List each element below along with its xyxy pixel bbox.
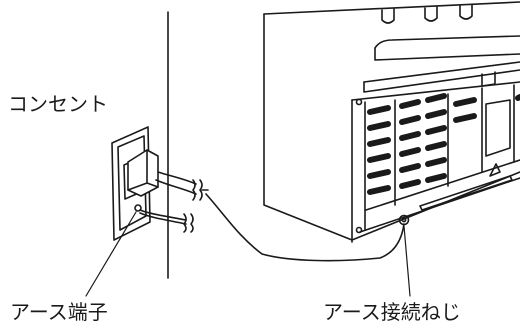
label-earth-terminal: アース端子 (10, 302, 108, 322)
appliance (264, 2, 520, 242)
vent-slots (370, 96, 520, 192)
leader-earth-terminal (86, 212, 136, 296)
leader-earth-screw (404, 226, 410, 296)
wall-outlet (112, 127, 158, 240)
label-earth-connection-screw: アース接続ねじ (323, 302, 461, 322)
label-outlet: コンセント (8, 94, 108, 114)
leader-lines (86, 212, 410, 296)
